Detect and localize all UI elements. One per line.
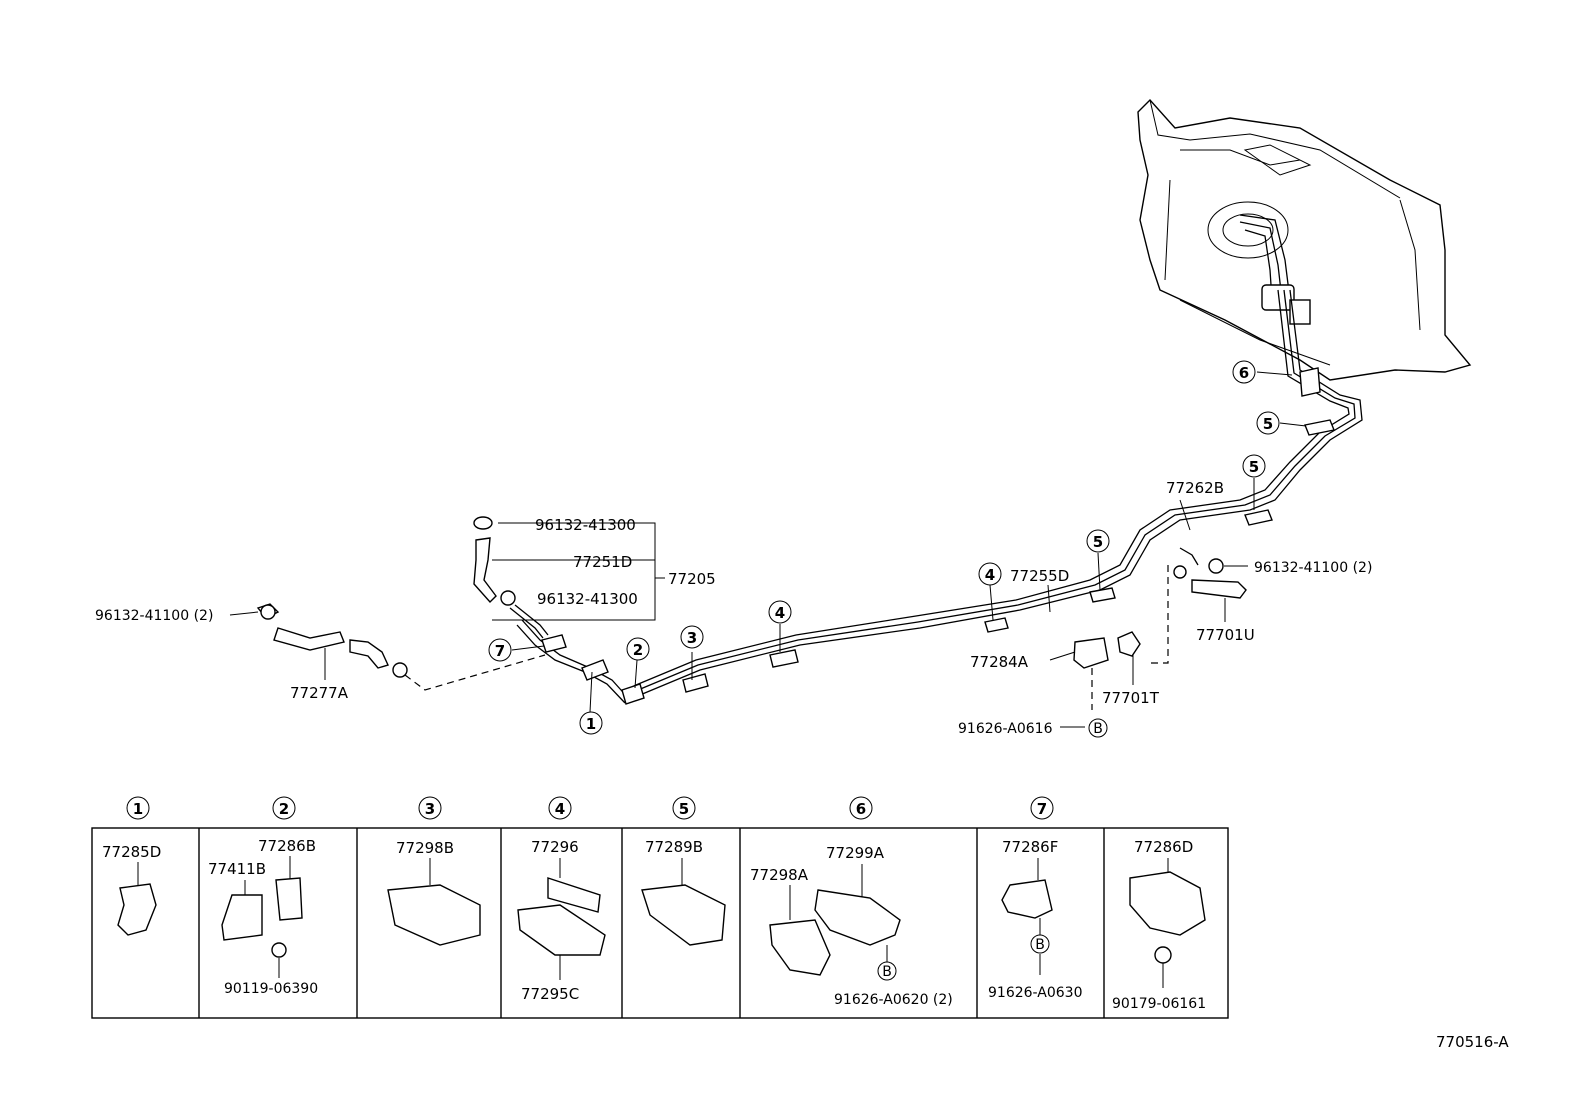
clamp-7-illustration bbox=[1001, 879, 1053, 919]
clamp-6b-illustration bbox=[814, 889, 901, 946]
part-77411B: 77411B bbox=[208, 860, 266, 878]
callouts-main: 6 5 5 5 4 4 3 2 7 1 B bbox=[488, 360, 1280, 738]
part-77286D: 77286D bbox=[1134, 838, 1193, 856]
label-tube-rear: 77262B bbox=[1166, 479, 1224, 497]
table-frame bbox=[91, 827, 1229, 1019]
label-clamp-hose-right: 96132-41100 (2) bbox=[1254, 560, 1372, 576]
label-assy-group: 77205 bbox=[668, 570, 716, 588]
clamp-8-illustration bbox=[1129, 871, 1206, 936]
callout-6: 6 bbox=[1239, 364, 1249, 382]
part-91626-A0620: 91626-A0620 (2) bbox=[834, 992, 953, 1008]
vent-hose-group bbox=[473, 516, 665, 639]
label-tube-main: 77255D bbox=[1010, 567, 1069, 585]
table-col-6-num: 6 bbox=[856, 800, 866, 818]
label-valve: 77701T bbox=[1102, 689, 1160, 707]
part-labels: 96132-41100 (2) 77277A 96132-41300 77251… bbox=[95, 479, 1509, 1051]
parts-table: 1 2 3 4 5 6 7 77285D 77286B 77411B 90119… bbox=[91, 796, 1229, 1019]
part-77285D: 77285D bbox=[102, 843, 161, 861]
label-diagram-code: 770516-A bbox=[1436, 1033, 1509, 1051]
callout-3: 3 bbox=[687, 629, 697, 647]
clamp-6a-illustration bbox=[769, 919, 831, 976]
callout-4b: 4 bbox=[775, 604, 785, 622]
callout-bolt-b-6: B bbox=[882, 964, 892, 980]
callout-7: 7 bbox=[495, 642, 505, 660]
table-col-3-num: 3 bbox=[425, 800, 435, 818]
clamp-4a-illustration bbox=[547, 877, 601, 913]
table-col-4-num: 4 bbox=[555, 800, 565, 818]
table-col-5-num: 5 bbox=[679, 800, 689, 818]
callout-5c: 5 bbox=[1093, 533, 1103, 551]
callout-bolt-b: B bbox=[1093, 721, 1103, 737]
part-77286F: 77286F bbox=[1002, 838, 1058, 856]
part-77296: 77296 bbox=[531, 838, 579, 856]
label-hose-left: 77277A bbox=[290, 684, 349, 702]
part-77289B: 77289B bbox=[645, 838, 703, 856]
part-77298A: 77298A bbox=[750, 866, 809, 884]
part-77286B: 77286B bbox=[258, 837, 316, 855]
callout-4a: 4 bbox=[985, 566, 995, 584]
label-hose-right: 77701U bbox=[1196, 626, 1255, 644]
label-valve-bracket: 77284A bbox=[970, 653, 1029, 671]
table-col-1-num: 1 bbox=[133, 800, 143, 818]
leader-lines bbox=[229, 371, 1307, 728]
fuel-tube-assembly bbox=[516, 289, 1363, 705]
clamp-5-illustration bbox=[641, 884, 726, 946]
callout-2: 2 bbox=[633, 641, 643, 659]
callout-5a: 5 bbox=[1263, 415, 1273, 433]
part-77295C: 77295C bbox=[521, 985, 579, 1003]
label-clamp-top: 96132-41300 bbox=[535, 516, 636, 534]
bracket-2-illustration bbox=[221, 894, 263, 941]
clamp-6 bbox=[1299, 367, 1321, 397]
label-bolt-main: 91626-A0616 bbox=[958, 721, 1053, 737]
label-clamp-hose-left: 96132-41100 (2) bbox=[95, 608, 213, 624]
callout-1: 1 bbox=[586, 715, 596, 733]
part-77298B: 77298B bbox=[396, 839, 454, 857]
callout-5b: 5 bbox=[1249, 458, 1259, 476]
fuel-tank bbox=[1137, 98, 1472, 381]
clamp-1-illustration bbox=[117, 883, 157, 936]
part-91626-A0630: 91626-A0630 bbox=[988, 985, 1083, 1001]
callout-bolt-b-7: B bbox=[1035, 937, 1045, 953]
right-hose-valve bbox=[1073, 558, 1247, 710]
label-hose-vent: 77251D bbox=[573, 553, 632, 571]
part-90179-06161: 90179-06161 bbox=[1112, 996, 1206, 1012]
clamp-4b-illustration bbox=[517, 904, 606, 956]
part-77299A: 77299A bbox=[826, 844, 885, 862]
label-clamp-mid: 96132-41300 bbox=[537, 590, 638, 608]
part-90119-06390: 90119-06390 bbox=[224, 981, 318, 997]
hose-left-assembly bbox=[256, 603, 546, 691]
table-col-7-num: 7 bbox=[1037, 800, 1047, 818]
clamp-3-illustration bbox=[387, 884, 481, 946]
table-col-2-num: 2 bbox=[279, 800, 289, 818]
